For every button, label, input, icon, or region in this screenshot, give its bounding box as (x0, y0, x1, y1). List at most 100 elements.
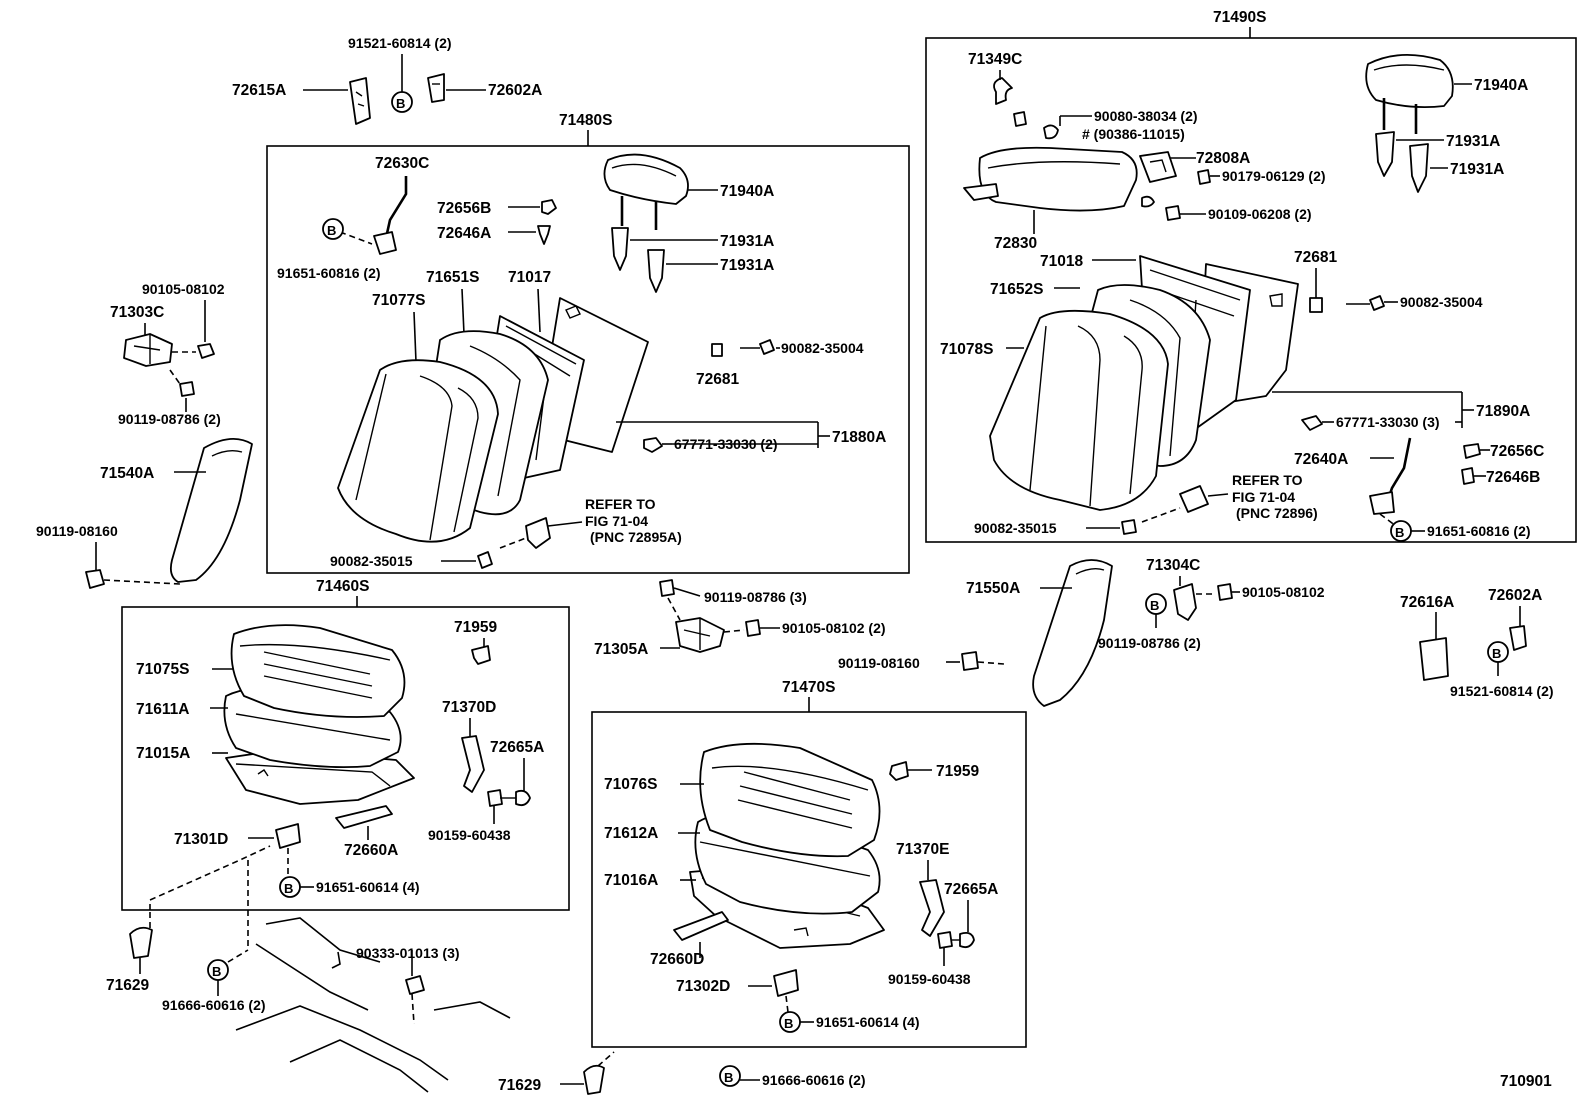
label-72830: 72830 (994, 235, 1037, 252)
bolt-symbol-b: B (322, 218, 344, 240)
label-90386-11015: # (90386-11015) (1082, 126, 1185, 142)
part-rear-seatback-drawing (989, 255, 1299, 511)
part-front-seatback-drawing (337, 297, 649, 543)
label-71015A: 71015A (136, 745, 190, 762)
label-71652S: 71652S (990, 281, 1043, 298)
refer-rear-line1: REFER TO (1232, 472, 1303, 488)
label-72630C: 72630C (375, 155, 429, 172)
label-71931A-rear-2: 71931A (1450, 161, 1504, 178)
floor-panel-drawing (235, 917, 511, 1093)
label-71304C: 71304C (1146, 557, 1200, 574)
label-90082-35015-front: 90082-35015 (330, 553, 413, 569)
label-72602A-right: 72602A (1488, 587, 1542, 604)
label-91651-60816-rear: 91651-60816 (2) (1427, 523, 1531, 539)
diagram-id: 710901 (1500, 1073, 1552, 1090)
refer-rear-line2: FIG 71-04 (1232, 489, 1295, 505)
svg-text:B: B (1395, 525, 1404, 540)
label-90179-06129: 90179-06129 (2) (1222, 168, 1326, 184)
label-front-cushion-assy: 71460S (316, 578, 369, 595)
part-rear-cushion-drawing (689, 742, 885, 949)
label-71880A: 71880A (832, 429, 886, 446)
bolt-symbol-b: B (719, 1065, 741, 1087)
part-71550A-drawing (1032, 559, 1113, 707)
label-71075S: 71075S (136, 661, 189, 678)
label-72660D: 72660D (650, 951, 704, 968)
label-90333-01013: 90333-01013 (3) (356, 945, 460, 961)
label-71931A-front-1: 71931A (720, 233, 774, 250)
part-71305A-drawing (675, 617, 725, 653)
label-71077S: 71077S (372, 292, 425, 309)
label-67771-33030-rear: 67771-33030 (3) (1336, 414, 1440, 430)
label-71629-bottom: 71629 (498, 1077, 541, 1094)
label-71018: 71018 (1040, 253, 1083, 270)
label-71303C: 71303C (110, 304, 164, 321)
label-91666-60616-left: 91666-60616 (2) (162, 997, 266, 1013)
label-72640A: 72640A (1294, 451, 1348, 468)
label-91666-60616-bottom: 91666-60616 (2) (762, 1072, 866, 1088)
bolt-symbol-b: B (1390, 520, 1412, 542)
label-90082-35015-rear: 90082-35015 (974, 520, 1057, 536)
label-71078S: 71078S (940, 341, 993, 358)
bolt-symbol-b: B (779, 1011, 801, 1033)
part-72830-armrest-drawing (963, 146, 1138, 212)
refer-front-line2: FIG 71-04 (585, 513, 648, 529)
svg-text:B: B (784, 1016, 793, 1031)
part-72602A-left-drawing (427, 73, 445, 103)
label-71959-rear: 71959 (936, 763, 979, 780)
part-71304C-drawing (1173, 583, 1197, 621)
label-71940A-front: 71940A (720, 183, 774, 200)
part-72602A-right-drawing (1509, 625, 1527, 651)
label-71349C: 71349C (968, 51, 1022, 68)
label-90105-08102-right: 90105-08102 (1242, 584, 1325, 600)
svg-text:B: B (396, 96, 405, 111)
part-71931A-rear-guides (1375, 131, 1429, 193)
label-71302D: 71302D (676, 978, 730, 995)
label-72602A-left: 72602A (488, 82, 542, 99)
label-72681-front: 72681 (696, 371, 739, 388)
label-72681-rear: 72681 (1294, 249, 1337, 266)
label-71931A-front-2: 71931A (720, 257, 774, 274)
label-72656C: 72656C (1490, 443, 1544, 460)
svg-text:B: B (1492, 646, 1501, 661)
label-91521-60814-left: 91521-60814 (2) (348, 35, 452, 51)
label-71611A: 71611A (136, 701, 189, 718)
label-91651-60816-front: 91651-60816 (2) (277, 265, 381, 281)
label-90119-08160-mid: 90119-08160 (838, 655, 920, 671)
label-71076S: 71076S (604, 776, 657, 793)
bolt-symbol-b: B (1145, 593, 1167, 615)
label-71550A: 71550A (966, 580, 1020, 597)
label-71890A: 71890A (1476, 403, 1530, 420)
part-72615A-drawing (349, 77, 371, 125)
svg-text:B: B (1150, 598, 1159, 613)
label-71017: 71017 (508, 269, 551, 286)
label-91521-60814-right: 91521-60814 (2) (1450, 683, 1554, 699)
bolt-symbol-b: B (391, 91, 413, 113)
label-72646A: 72646A (437, 225, 491, 242)
bolt-symbol-b: B (1487, 641, 1509, 663)
label-90119-08786-left: 90119-08786 (2) (118, 411, 221, 427)
part-71940A-front-headrest (603, 153, 689, 230)
label-90119-08786-mid: 90119-08786 (3) (704, 589, 807, 605)
part-71931A-front-guides (611, 227, 665, 293)
label-71629-left: 71629 (106, 977, 149, 994)
label-72646B: 72646B (1486, 469, 1540, 486)
part-71940A-rear-headrest (1365, 53, 1454, 134)
label-90082-35004-front: 90082-35004 (781, 340, 864, 356)
label-71931A-rear-1: 71931A (1446, 133, 1500, 150)
label-71370E: 71370E (896, 841, 949, 858)
label-91651-60614-front: 91651-60614 (4) (316, 879, 420, 895)
label-71370D: 71370D (442, 699, 496, 716)
label-72665A-front: 72665A (490, 739, 544, 756)
part-71303C-drawing (123, 333, 173, 367)
svg-text:B: B (212, 964, 221, 979)
part-front-cushion-drawing (223, 624, 415, 805)
label-90119-08786-right: 90119-08786 (2) (1098, 635, 1201, 651)
label-72656B-front: 72656B (437, 200, 491, 217)
svg-text:B: B (284, 881, 293, 896)
label-71612A: 71612A (604, 825, 658, 842)
label-90105-08102-mid: 90105-08102 (2) (782, 620, 886, 636)
refer-front-line3: (PNC 72895A) (590, 529, 682, 545)
label-90080-38034: 90080-38034 (2) (1094, 108, 1198, 124)
box-front-cushion (121, 606, 570, 911)
